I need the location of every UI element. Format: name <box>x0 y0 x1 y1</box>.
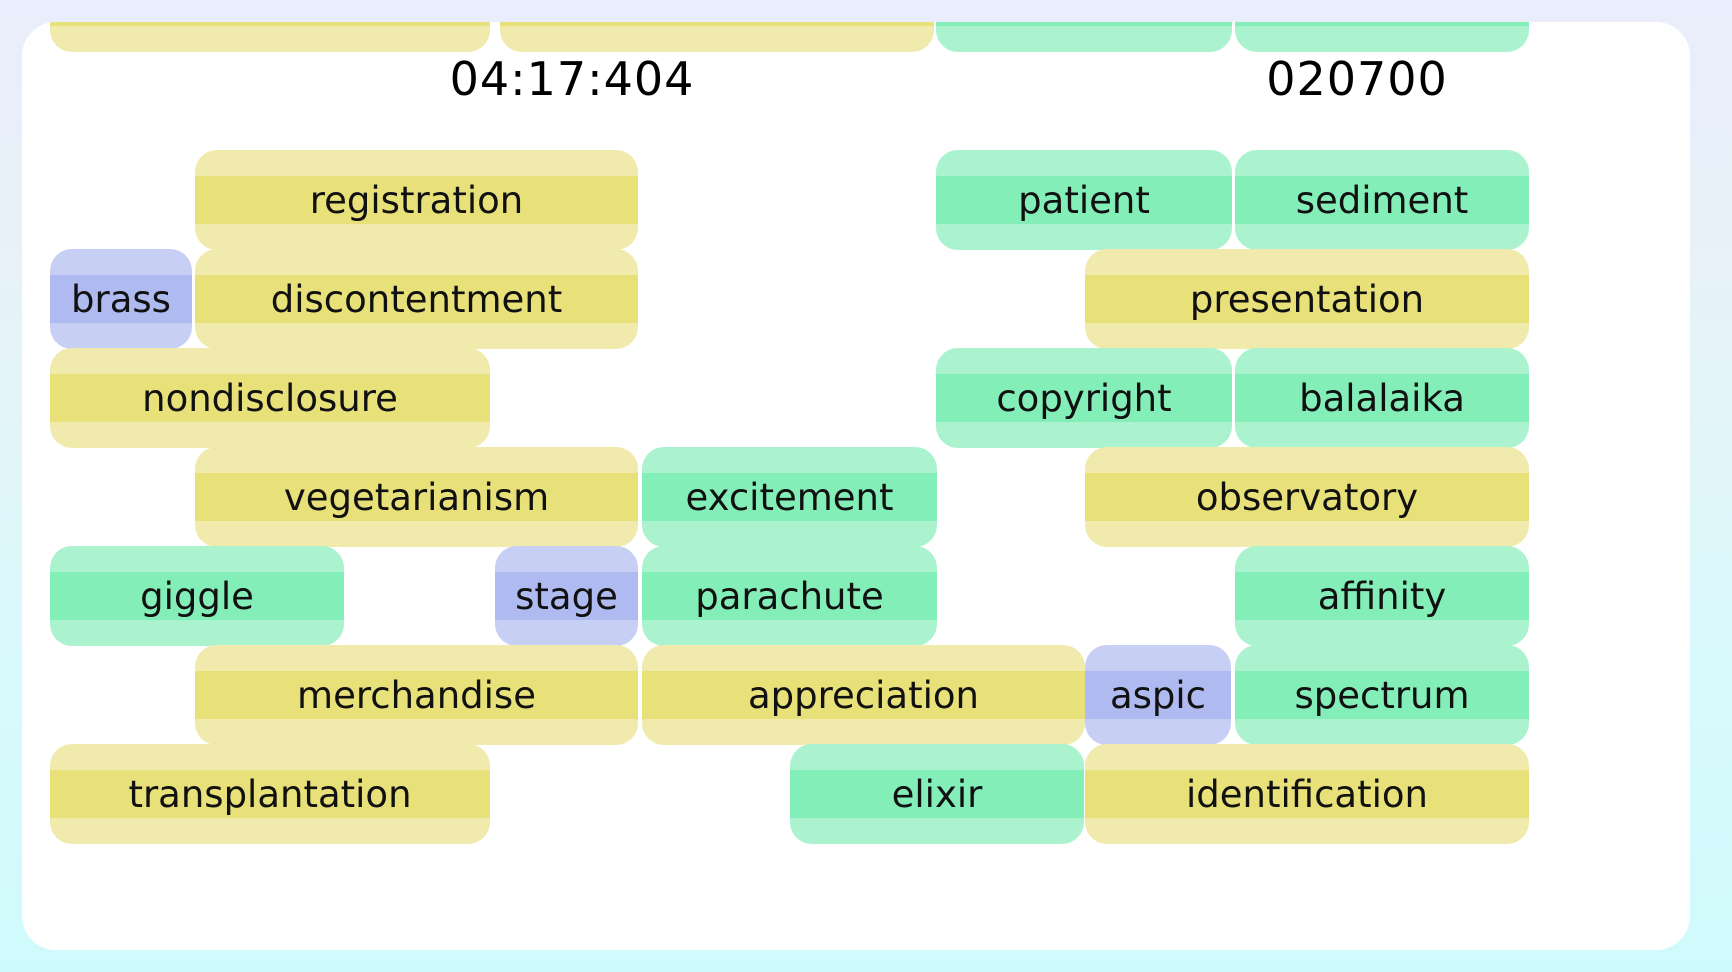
word-pill-label: parachute <box>695 574 884 618</box>
word-pill-label: observatory <box>1195 475 1419 519</box>
word-pill-label: stage <box>515 574 618 618</box>
word-pill-stage[interactable]: stage <box>495 546 638 646</box>
word-pill-label: presentation <box>1189 277 1425 321</box>
word-pill-clipped[interactable] <box>1235 22 1529 52</box>
word-pill-affinity[interactable]: affinity <box>1235 546 1529 646</box>
word-pill-label: merchandise <box>297 673 536 717</box>
word-pill-label: transplantation <box>128 772 412 816</box>
word-pill-transplantation[interactable]: transplantation <box>50 744 490 844</box>
word-pill-label: discontentment <box>270 277 563 321</box>
word-pill-label: vegetarianism <box>283 475 550 519</box>
pill-highlight-band <box>1085 473 1529 521</box>
word-pill-vegetarianism[interactable]: vegetarianism <box>195 447 638 547</box>
pill-highlight-band <box>936 176 1232 224</box>
pill-highlight-band <box>936 22 1232 26</box>
pill-highlight-band <box>1235 572 1529 620</box>
word-pill-clipped[interactable] <box>50 22 490 52</box>
pill-highlight-band <box>50 572 344 620</box>
word-pill-label: balalaika <box>1299 376 1465 420</box>
pill-highlight-band <box>1085 275 1529 323</box>
word-pill-discontentment[interactable]: discontentment <box>195 249 638 349</box>
pill-highlight-band <box>50 22 490 26</box>
timer-display: 04:17:404 <box>449 52 695 106</box>
pill-highlight-band <box>50 770 490 818</box>
word-pill-clipped[interactable] <box>936 22 1232 52</box>
pill-highlight-band <box>642 671 1085 719</box>
word-pill-brass[interactable]: brass <box>50 249 192 349</box>
pill-highlight-band <box>195 671 638 719</box>
pill-highlight-band <box>195 473 638 521</box>
word-pill-appreciation[interactable]: appreciation <box>642 645 1085 745</box>
word-pill-board: registration patient sediment brass disconte… <box>22 22 1690 950</box>
word-pill-label: nondisclosure <box>142 376 398 420</box>
word-pill-merchandise[interactable]: merchandise <box>195 645 638 745</box>
word-pill-nondisclosure[interactable]: nondisclosure <box>50 348 490 448</box>
pill-highlight-band <box>642 572 937 620</box>
pill-highlight-band <box>1085 671 1231 719</box>
word-pill-label: elixir <box>891 772 983 816</box>
word-pill-label: identification <box>1186 772 1428 816</box>
word-pill-label: affinity <box>1317 574 1447 618</box>
score-counter-display: 020700 <box>1266 52 1448 106</box>
word-pill-excitement[interactable]: excitement <box>642 447 937 547</box>
pill-highlight-band <box>500 22 934 26</box>
word-pill-giggle[interactable]: giggle <box>50 546 344 646</box>
header-bar: 04:17:404 020700 <box>22 22 1690 112</box>
word-pill-label: excitement <box>685 475 894 519</box>
pill-highlight-band <box>1085 770 1529 818</box>
word-pill-spectrum[interactable]: spectrum <box>1235 645 1529 745</box>
word-board-card: 04:17:404 020700 registration patient sedi… <box>22 22 1690 950</box>
word-pill-clipped[interactable] <box>500 22 934 52</box>
pill-highlight-band <box>1235 22 1529 26</box>
word-pill-sediment[interactable]: sediment <box>1235 150 1529 250</box>
word-pill-identification[interactable]: identification <box>1085 744 1529 844</box>
pill-highlight-band <box>642 473 937 521</box>
pill-highlight-band <box>1235 374 1529 422</box>
word-pill-label: copyright <box>996 376 1172 420</box>
word-pill-label: patient <box>1018 178 1150 222</box>
pill-highlight-band <box>195 176 638 224</box>
word-pill-patient[interactable]: patient <box>936 150 1232 250</box>
word-pill-copyright[interactable]: copyright <box>936 348 1232 448</box>
pill-highlight-band <box>1235 671 1529 719</box>
pill-highlight-band <box>936 374 1232 422</box>
word-pill-aspic[interactable]: aspic <box>1085 645 1231 745</box>
pill-highlight-band <box>50 374 490 422</box>
word-pill-parachute[interactable]: parachute <box>642 546 937 646</box>
word-pill-label: giggle <box>140 574 254 618</box>
word-pill-label: aspic <box>1109 673 1207 717</box>
word-pill-label: spectrum <box>1294 673 1470 717</box>
word-pill-label: registration <box>309 178 524 222</box>
word-pill-observatory[interactable]: observatory <box>1085 447 1529 547</box>
word-pill-registration[interactable]: registration <box>195 150 638 250</box>
pill-highlight-band <box>50 275 192 323</box>
pill-highlight-band <box>1235 176 1529 224</box>
pill-highlight-band <box>495 572 638 620</box>
word-pill-elixir[interactable]: elixir <box>790 744 1084 844</box>
word-pill-label: sediment <box>1295 178 1469 222</box>
pill-highlight-band <box>195 275 638 323</box>
pill-highlight-band <box>790 770 1084 818</box>
word-pill-presentation[interactable]: presentation <box>1085 249 1529 349</box>
word-pill-label: brass <box>71 277 171 321</box>
word-pill-balalaika[interactable]: balalaika <box>1235 348 1529 448</box>
word-pill-label: appreciation <box>748 673 979 717</box>
